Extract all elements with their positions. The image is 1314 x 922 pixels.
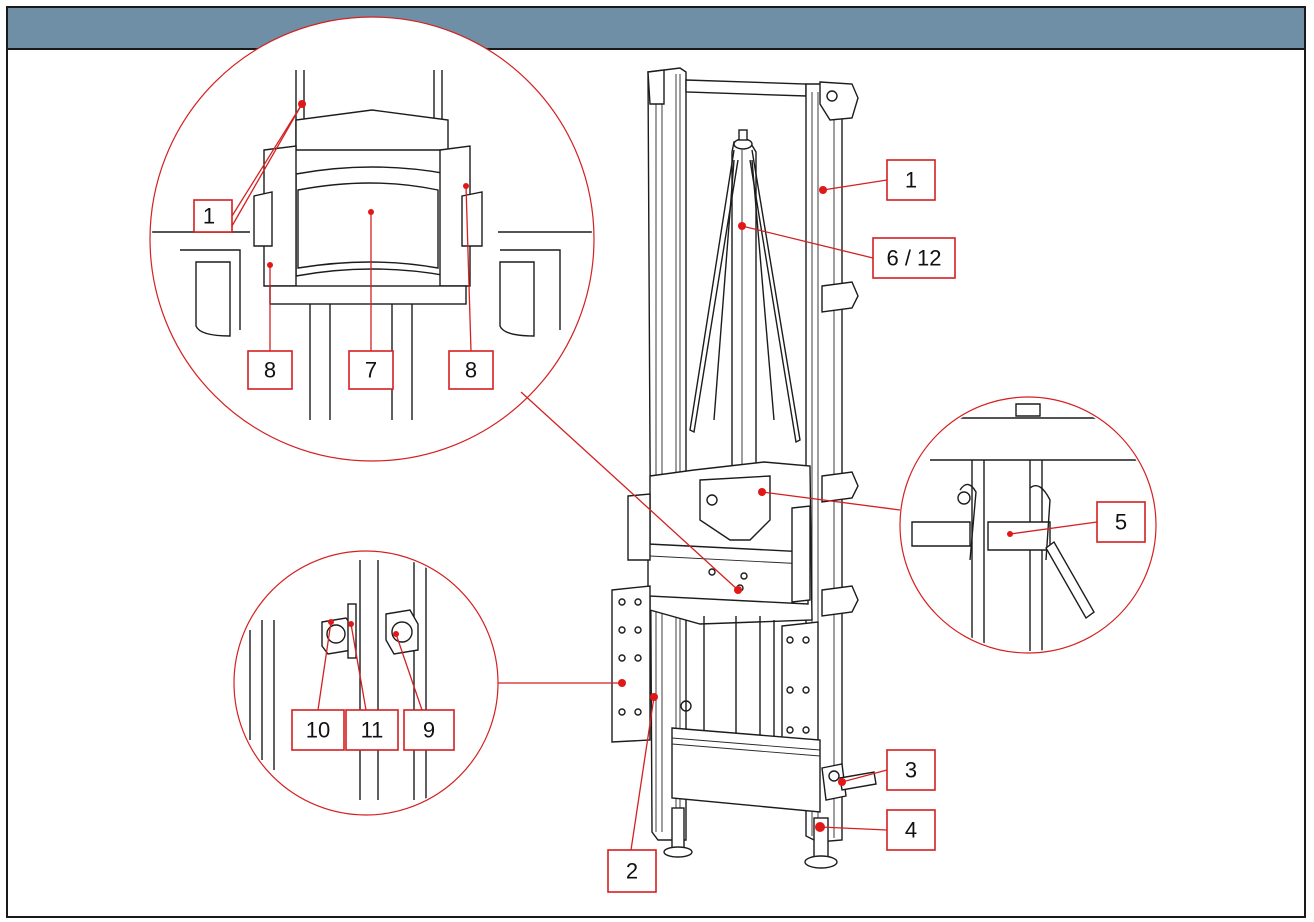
callout-7: 7 (348, 350, 394, 390)
callout-4: 4 (886, 809, 936, 851)
base-tray (671, 727, 821, 813)
base-pin (821, 763, 877, 801)
callout-label-8-right: 8 (465, 358, 477, 383)
callout-label-5: 5 (1115, 510, 1127, 535)
left-upright (647, 67, 687, 841)
callout-9: 9 (403, 709, 455, 751)
detail-top (149, 16, 739, 591)
callout-label-11: 11 (361, 718, 384, 743)
callout-6-12: 6 / 12 (872, 237, 956, 279)
callout-label-9: 9 (423, 718, 435, 743)
callout-label-1: 1 (905, 168, 917, 193)
callout-dots (267, 100, 1013, 832)
callout-label-2: 2 (626, 859, 638, 884)
callout-1-detail: 1 (193, 199, 233, 233)
callout-10: 10 (291, 709, 345, 751)
detail-right (761, 396, 1157, 654)
callout-5: 5 (1096, 501, 1146, 543)
leader-lines (231, 103, 1098, 851)
detail-left (233, 550, 622, 816)
callout-label-8-left: 8 (264, 358, 276, 383)
callout-3: 3 (886, 749, 936, 791)
callout-8-left: 8 (247, 350, 293, 390)
callout-label-1-detail: 1 (203, 204, 215, 229)
carriage (627, 461, 813, 625)
callout-label-3: 3 (905, 758, 917, 783)
callout-2: 2 (607, 849, 657, 893)
top-crossbar (685, 79, 807, 97)
callout-8-right: 8 (448, 350, 494, 390)
callout-1: 1 (886, 159, 936, 201)
callout-11: 11 (345, 709, 399, 751)
header-bar (8, 8, 1304, 50)
inner-rails (680, 616, 775, 750)
callout-label-7: 7 (365, 358, 377, 383)
callout-label-10: 10 (306, 718, 330, 743)
callout-label-4: 4 (905, 818, 917, 843)
callout-label-6-12: 6 / 12 (886, 246, 941, 271)
